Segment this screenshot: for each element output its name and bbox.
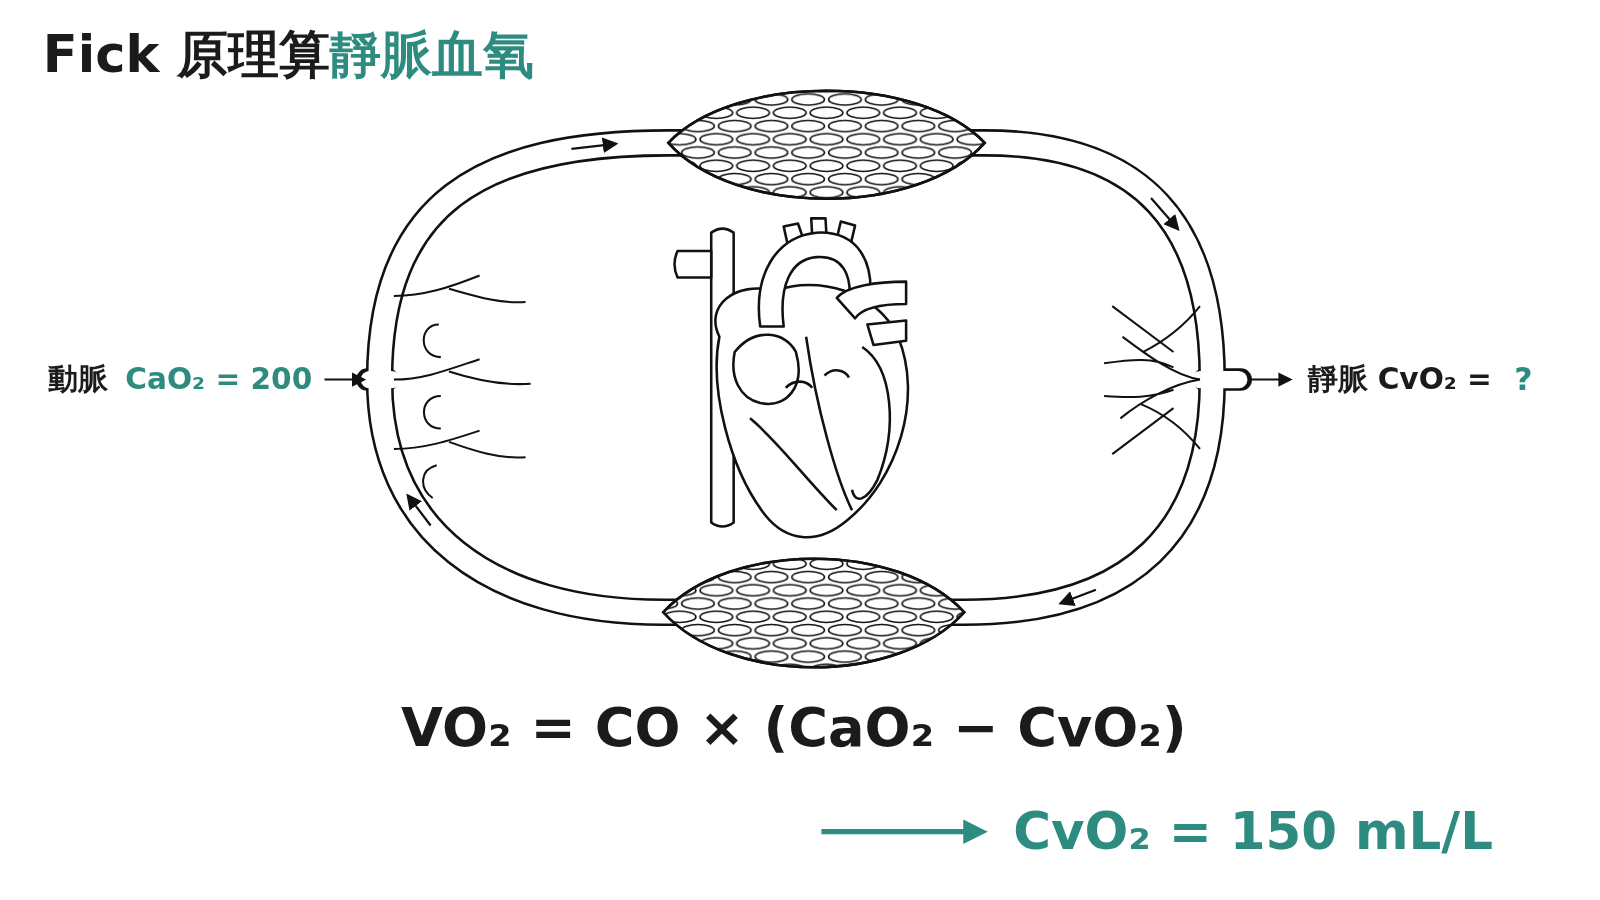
vessel-label: 動脈	[48, 362, 107, 398]
heart-valve	[786, 370, 849, 387]
capillary-bed	[663, 559, 964, 668]
result-arrow-head	[963, 819, 987, 843]
heart-chamber	[750, 418, 837, 510]
vessel-stub-lumen	[369, 371, 391, 388]
capillary-bed	[668, 91, 984, 199]
heart-illustration	[674, 218, 907, 537]
result-value: CvO₂ = 150 mL/L	[1013, 801, 1493, 863]
leader-arrow	[1251, 379, 1290, 381]
vessel-wall	[380, 143, 1213, 612]
capillary-beds	[663, 91, 984, 668]
branch	[1104, 337, 1200, 380]
flow-arrow	[1151, 198, 1178, 229]
branch	[394, 276, 526, 358]
result-arrow-shaft	[821, 829, 969, 834]
capillary-mesh	[663, 559, 964, 668]
vessel-lumen	[380, 143, 1213, 612]
vessel-loop	[367, 143, 1240, 612]
flow-arrow	[1061, 590, 1096, 603]
arterial-branches	[394, 276, 531, 498]
flow-arrow	[408, 496, 430, 526]
result-arrow	[821, 819, 987, 843]
venous-oxygen-label: 靜脈 CvO₂ =	[1308, 362, 1492, 398]
flow-arrow	[571, 144, 615, 149]
arterial-oxygen-value: CaO₂ = 200	[125, 362, 312, 398]
fick-formula: VO₂ = CO × (CaO₂ − CvO₂)	[401, 696, 1187, 761]
branch	[1104, 380, 1200, 419]
heart-body	[715, 285, 908, 537]
branch	[394, 431, 526, 498]
branch	[1112, 306, 1173, 454]
vena-cava-branch	[674, 251, 711, 278]
venous-branches	[1104, 306, 1200, 454]
leader-arrow	[324, 379, 363, 381]
heart-chamber	[733, 335, 798, 404]
branch	[1141, 306, 1200, 449]
heart-chamber	[852, 347, 890, 499]
flow-arrows	[408, 144, 1177, 603]
capillary-mesh	[668, 91, 984, 199]
title: Fick 原理算靜脈血氧	[43, 24, 534, 85]
vessel-stub-lumen	[1200, 371, 1239, 388]
pulmonary-artery	[837, 282, 906, 319]
pulmonary-vein	[867, 320, 906, 344]
unknown-mark: ?	[1514, 361, 1532, 399]
branch	[394, 359, 531, 428]
